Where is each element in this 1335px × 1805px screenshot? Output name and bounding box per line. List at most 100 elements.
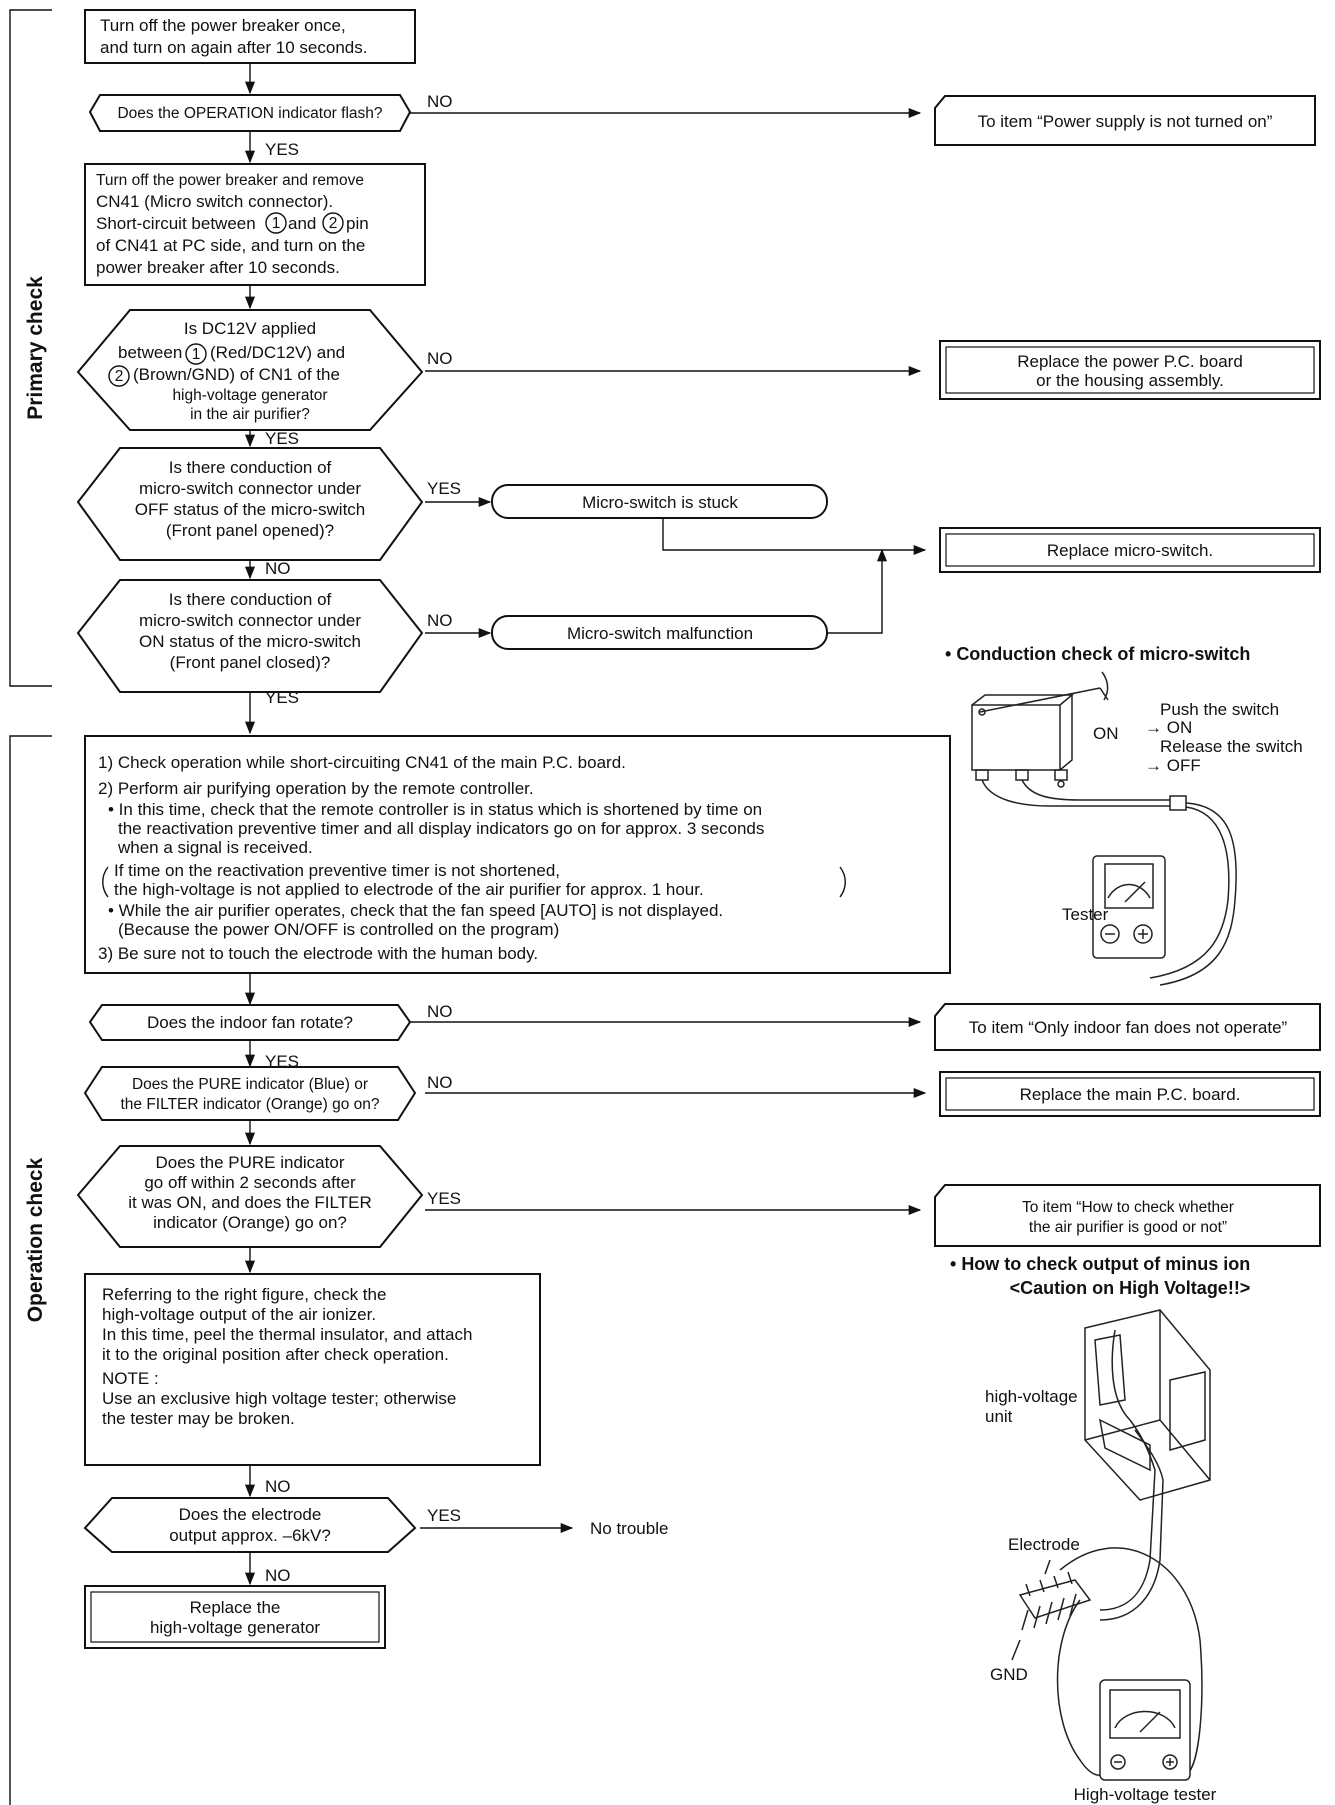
- decision-operation-flash: Does the OPERATION indicator flash?: [88, 94, 412, 132]
- label-yes: YES: [427, 1506, 461, 1525]
- step-text: Turn off the power breaker once,: [100, 16, 346, 35]
- decision-text: Is DC12V applied: [184, 319, 316, 338]
- step-power-cycle: Turn off the power breaker once, and tur…: [84, 9, 416, 64]
- caution-text: <Caution on High Voltage!!>: [1010, 1278, 1251, 1298]
- decision-pure-off: Does the PURE indicator go off within 2 …: [76, 1145, 424, 1248]
- label-no: NO: [427, 1002, 453, 1021]
- label-no: NO: [427, 349, 453, 368]
- action-text: high-voltage generator: [150, 1618, 320, 1637]
- step-text: CN41 (Micro switch connector).: [96, 192, 333, 211]
- step-text: Turn off the power breaker and remove: [96, 172, 364, 189]
- decision-text: the FILTER indicator (Orange) go on?: [120, 1096, 379, 1113]
- terminal-how-check: To item “How to check whether the air pu…: [934, 1184, 1321, 1247]
- step-text: power breaker after 10 seconds.: [96, 258, 340, 277]
- decision-text: Is there conduction of: [169, 458, 332, 477]
- decision-text: ON status of the micro-switch: [139, 632, 361, 651]
- decision-text: Does the PURE indicator: [156, 1153, 345, 1172]
- ion-figure-title: • How to check output of minus ion: [950, 1254, 1250, 1274]
- instruction-line: If time on the reactivation preventive t…: [114, 861, 560, 880]
- tester-label: Tester: [1062, 905, 1109, 924]
- decision-text: micro-switch connector under: [139, 611, 361, 630]
- hv-unit-illustration: [1084, 1309, 1211, 1621]
- decision-text: Does the OPERATION indicator flash?: [117, 105, 382, 122]
- action-text: Replace the main P.C. board.: [1020, 1085, 1241, 1104]
- ion-check-figure: • How to check output of minus ion <Caut…: [950, 1254, 1250, 1804]
- conduction-check-figure: • Conduction check of micro-switch ON Pu…: [945, 644, 1303, 986]
- decision-electrode-output: Does the electrode output approx. –6kV?: [83, 1497, 417, 1553]
- step-text: In this time, peel the thermal insulator…: [102, 1325, 472, 1344]
- instruction-line: 1) Check operation while short-circuitin…: [98, 753, 626, 772]
- label-no: NO: [427, 1073, 453, 1092]
- on-label: ON: [1093, 724, 1119, 743]
- decision-text: Does the electrode: [179, 1505, 322, 1524]
- step-text: Referring to the right figure, check the: [102, 1285, 386, 1304]
- step-text: Short-circuit between: [96, 214, 256, 233]
- no-trouble-label: No trouble: [590, 1519, 668, 1538]
- step-text: of CN41 at PC side, and turn on the: [96, 236, 365, 255]
- step-text: NOTE :: [102, 1369, 159, 1388]
- decision-text: (Front panel opened)?: [166, 521, 334, 540]
- label-no: NO: [265, 559, 291, 578]
- hv-tester-illustration: [1056, 1547, 1203, 1781]
- decision-text: between: [118, 343, 182, 362]
- step-remove-cn41: Turn off the power breaker and remove CN…: [84, 163, 426, 286]
- pin-2-label: 2: [329, 215, 338, 232]
- decision-pure-indicator: Does the PURE indicator (Blue) or the FI…: [83, 1066, 417, 1121]
- step-text: pin: [346, 214, 369, 233]
- instructions-box: 1) Check operation while short-circuitin…: [84, 735, 951, 974]
- primary-check-section: Primary check: [9, 9, 52, 687]
- state-micro-stuck: Micro-switch is stuck: [491, 484, 828, 519]
- operation-check-section: Operation check: [9, 735, 52, 1805]
- state-micro-malfunction: Micro-switch malfunction: [491, 615, 828, 650]
- instruction-line: 2) Perform air purifying operation by th…: [98, 779, 534, 798]
- pin-1-label: 1: [192, 346, 201, 363]
- decision-indoor-fan: Does the indoor fan rotate?: [88, 1004, 412, 1041]
- label-no: NO: [265, 1566, 291, 1585]
- terminal-text: the air purifier is good or not”: [1029, 1219, 1227, 1236]
- instruction-line: • While the air purifier operates, check…: [108, 901, 723, 920]
- action-text: Replace the: [190, 1598, 281, 1617]
- label-yes: YES: [265, 140, 299, 159]
- action-replace-hv-generator: Replace the high-voltage generator: [84, 1585, 386, 1649]
- instruction-line: when a signal is received.: [117, 838, 313, 857]
- gnd-label: GND: [990, 1665, 1028, 1684]
- hv-unit-label: unit: [985, 1407, 1013, 1426]
- terminal-text: To item “Power supply is not turned on”: [978, 112, 1273, 131]
- decision-text: micro-switch connector under: [139, 479, 361, 498]
- decision-text: go off within 2 seconds after: [144, 1173, 356, 1192]
- action-replace-power-board: Replace the power P.C. board or the hous…: [939, 340, 1321, 400]
- label-no: NO: [427, 92, 453, 111]
- pin-2-label: 2: [115, 368, 124, 385]
- label-no: NO: [265, 1477, 291, 1496]
- instruction-line: • In this time, check that the remote co…: [108, 800, 762, 819]
- decision-text: Does the PURE indicator (Blue) or: [132, 1076, 368, 1093]
- action-text: Replace the power P.C. board: [1017, 352, 1243, 371]
- state-text: Micro-switch malfunction: [567, 624, 753, 643]
- step-text: high-voltage output of the air ionizer.: [102, 1305, 376, 1324]
- decision-text: it was ON, and does the FILTER: [128, 1193, 371, 1212]
- hv-unit-label: high-voltage: [985, 1387, 1078, 1406]
- decision-text: indicator (Orange) go on?: [153, 1213, 347, 1232]
- decision-text: (Red/DC12V) and: [210, 343, 345, 362]
- decision-text: OFF status of the micro-switch: [135, 500, 366, 519]
- decision-dc12v: Is DC12V applied between 1 (Red/DC12V) a…: [76, 309, 424, 431]
- step-text: and: [288, 214, 316, 233]
- step-text: Use an exclusive high voltage tester; ot…: [102, 1389, 456, 1408]
- step-text: and turn on again after 10 seconds.: [100, 38, 367, 57]
- action-text: Replace micro-switch.: [1047, 541, 1213, 560]
- decision-text: Is there conduction of: [169, 590, 332, 609]
- operation-check-label: Operation check: [24, 1157, 47, 1322]
- primary-check-label: Primary check: [24, 276, 47, 420]
- tester-illustration: [1092, 855, 1166, 959]
- decision-conduction-off: Is there conduction of micro-switch conn…: [76, 447, 424, 561]
- state-text: Micro-switch is stuck: [582, 493, 738, 512]
- instruction-line: (Because the power ON/OFF is controlled …: [118, 920, 559, 939]
- terminal-indoor-fan: To item “Only indoor fan does not operat…: [934, 1003, 1321, 1051]
- decision-conduction-on: Is there conduction of micro-switch conn…: [76, 579, 424, 693]
- connectors-primary: [244, 63, 927, 735]
- connectors-operation: [244, 973, 927, 1586]
- decision-text: in the air purifier?: [190, 406, 310, 423]
- pin-1-label: 1: [272, 215, 281, 232]
- step-text: it to the original position after check …: [102, 1345, 449, 1364]
